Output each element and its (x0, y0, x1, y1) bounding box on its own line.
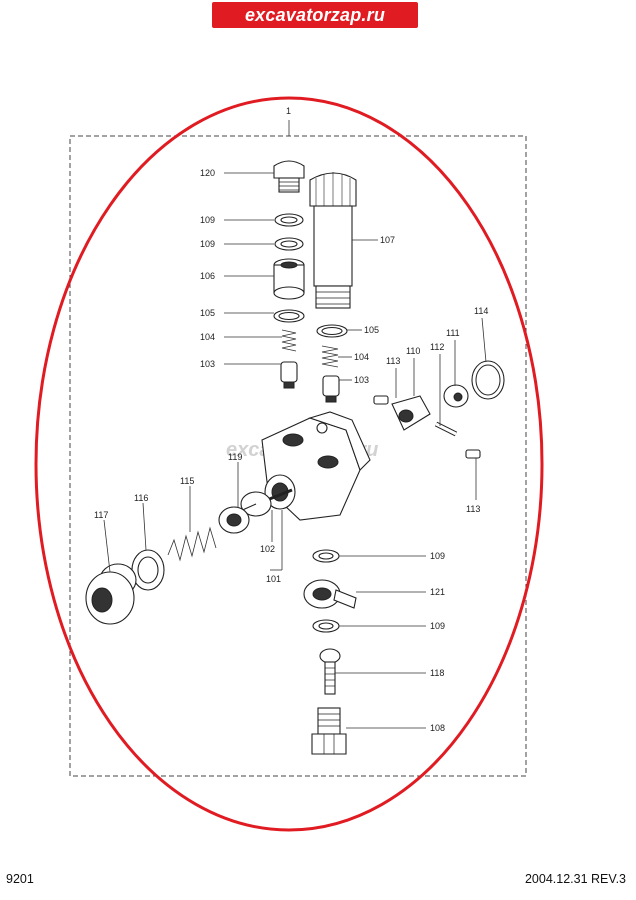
part-101-pump-body (261, 411, 371, 521)
callout-104: 104 (200, 332, 215, 342)
part-109-washers-top (274, 213, 304, 251)
page-number: 9201 (6, 872, 34, 886)
callout-120: 120 (200, 168, 215, 178)
assembly-boundary (69, 135, 527, 777)
assembly-label: 1 (286, 106, 291, 116)
part-119-tappet (218, 491, 272, 534)
callout-117: 117 (94, 510, 108, 520)
part-118-bolt (319, 648, 341, 695)
callout-113: 113 (466, 504, 480, 514)
callout-116: 116 (134, 493, 148, 503)
revision-date: 2004.12.31 REV.3 (524, 872, 626, 886)
part-110-sleeve (391, 395, 431, 431)
callout-119: 119 (228, 452, 242, 462)
part-115-spring (167, 526, 217, 562)
highlight-oval (34, 96, 544, 832)
callout-110: 110 (406, 346, 420, 356)
callout-103: 103 (354, 375, 369, 385)
callout-118: 118 (430, 668, 444, 678)
callout-109: 109 (200, 215, 215, 225)
site-banner[interactable]: excavatorzap.ru (212, 2, 418, 28)
part-116-gasket (131, 549, 165, 591)
part-114-snap-ring (471, 360, 505, 400)
part-113-pins (373, 395, 481, 459)
part-107-priming-pump (309, 172, 357, 309)
part-108-connector (311, 707, 347, 755)
part-106-nut (273, 258, 305, 300)
callout-109: 109 (430, 551, 445, 561)
callout-108: 108 (430, 723, 445, 733)
part-112-pin (434, 421, 458, 437)
callout-105: 105 (200, 308, 215, 318)
callout-121: 121 (430, 587, 445, 597)
callout-115: 115 (180, 476, 194, 486)
part-109-washers-lower (312, 549, 340, 633)
callout-101: 101 (266, 574, 281, 584)
callout-112: 112 (430, 342, 444, 352)
part-111-roller (443, 384, 469, 408)
callout-103: 103 (200, 359, 215, 369)
part-104-springs (281, 329, 339, 368)
callout-105: 105 (364, 325, 379, 335)
callout-106: 106 (200, 271, 215, 281)
callout-104: 104 (354, 352, 369, 362)
callout-107: 107 (380, 235, 395, 245)
part-120-cap-bolt (273, 160, 305, 193)
part-105-o-rings (273, 309, 348, 338)
callout-111: 111 (446, 328, 460, 338)
callout-109: 109 (430, 621, 445, 631)
callout-114: 114 (474, 306, 488, 316)
part-117-plug (85, 563, 137, 625)
part-103-valves (280, 361, 340, 403)
part-121-banjo (303, 579, 357, 609)
callout-109: 109 (200, 239, 215, 249)
callout-113: 113 (386, 356, 400, 366)
callout-102: 102 (260, 544, 275, 554)
